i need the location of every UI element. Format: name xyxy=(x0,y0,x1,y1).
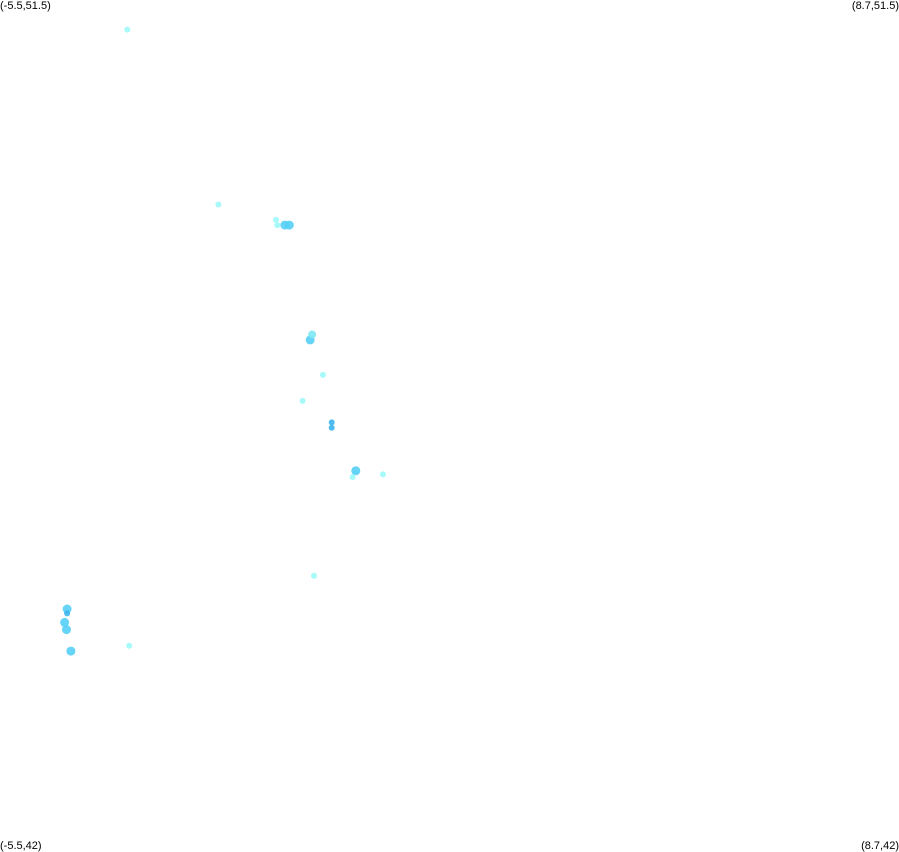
map-point-19 xyxy=(62,625,71,635)
map-point-20 xyxy=(66,646,76,656)
map-point-12 xyxy=(351,466,361,476)
points-layer xyxy=(60,26,386,656)
map-point-0 xyxy=(124,26,131,33)
map-point-14 xyxy=(380,471,386,478)
map-point-1 xyxy=(215,201,222,208)
map-point-7 xyxy=(308,330,317,339)
map-point-15 xyxy=(311,572,317,579)
map-point-21 xyxy=(126,642,133,649)
corner-label-top-left: (-5.5,51.5) xyxy=(0,0,51,12)
corner-label-top-right: (8.7,51.5) xyxy=(851,0,899,12)
map-point-10 xyxy=(328,419,335,426)
map-point-2 xyxy=(273,216,279,223)
corner-label-bottom-right: (8.7,42) xyxy=(861,840,899,852)
map-point-3 xyxy=(274,222,281,229)
map-point-13 xyxy=(349,474,356,481)
map-point-8 xyxy=(319,371,326,378)
map-point-5 xyxy=(284,220,294,230)
map-point-17 xyxy=(64,610,71,617)
map-point-9 xyxy=(299,397,306,404)
map-point-16 xyxy=(62,604,72,614)
map-point-11 xyxy=(328,424,335,431)
corner-label-bottom-left: (-5.5,42) xyxy=(0,840,42,852)
map-point-18 xyxy=(60,617,70,627)
